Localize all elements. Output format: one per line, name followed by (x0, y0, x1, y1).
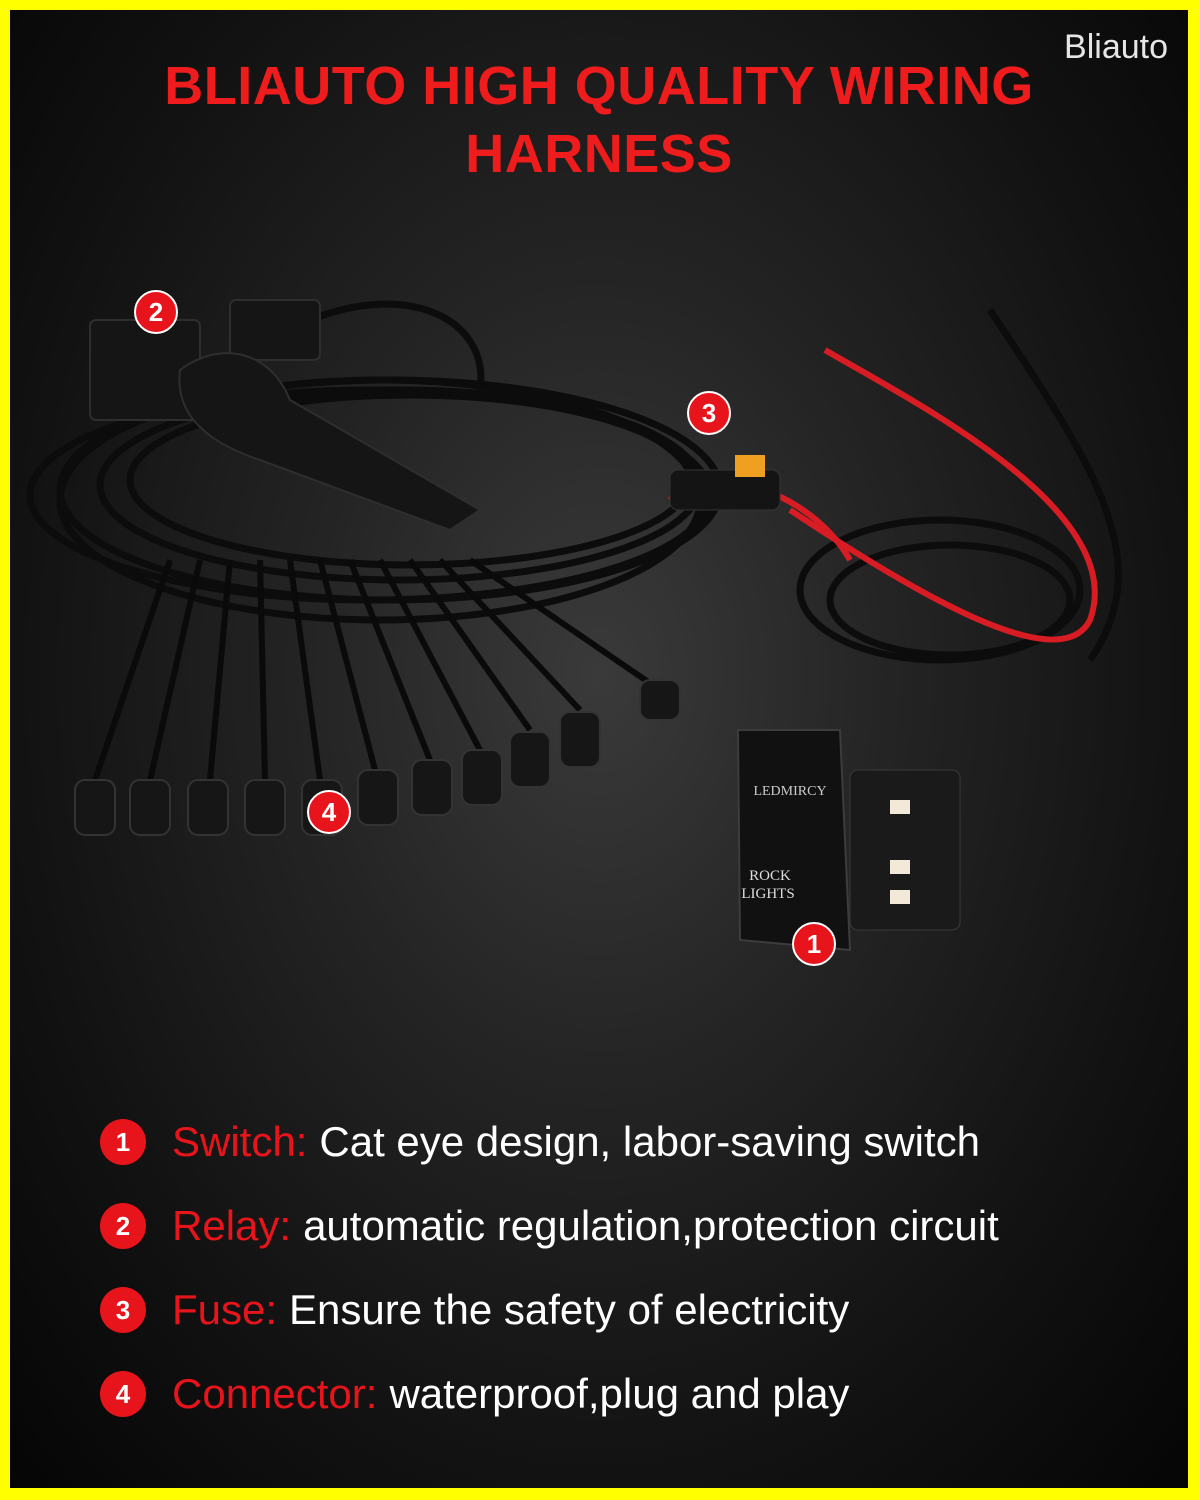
feature-fuse: 3 Fuse: Ensure the safety of electricity (100, 1268, 999, 1352)
feature-connector: 4 Connector: waterproof,plug and play (100, 1352, 999, 1436)
product-banner: Bliauto BLIAUTO HIGH QUALITY WIRING HARN… (10, 10, 1188, 1488)
feature-label: Connector: (172, 1370, 378, 1417)
feature-text: waterproof,plug and play (389, 1370, 850, 1417)
title-line-2: HARNESS (465, 124, 733, 184)
feature-label: Switch: (172, 1118, 308, 1165)
feature-text: Ensure the safety of electricity (289, 1286, 850, 1333)
cable-coils (26, 300, 1122, 664)
title-line-1: BLIAUTO HIGH QUALITY WIRING (164, 56, 1034, 116)
number-badge: 3 (100, 1287, 146, 1333)
feature-label: Fuse: (172, 1286, 278, 1333)
connector-leads (92, 557, 662, 781)
fuse-holder (669, 455, 781, 511)
marker-fuse: 3 (687, 391, 731, 435)
number-badge: 1 (100, 1119, 146, 1165)
switch-label-lights: LIGHTS (741, 886, 794, 902)
feature-text: Cat eye design, labor-saving switch (319, 1118, 981, 1165)
feature-list: 1 Switch: Cat eye design, labor-saving s… (100, 1100, 999, 1436)
watermark: Bliauto (1064, 28, 1168, 66)
switch-brand: LEDMIRCY (753, 784, 826, 799)
feature-text: automatic regulation,protection circuit (303, 1202, 999, 1249)
feature-switch: 1 Switch: Cat eye design, labor-saving s… (100, 1100, 999, 1184)
marker-relay: 2 (134, 290, 178, 334)
number-badge: 4 (100, 1371, 146, 1417)
marker-connector: 4 (307, 790, 351, 834)
feature-label: Relay: (172, 1202, 292, 1249)
page-title: BLIAUTO HIGH QUALITY WIRING HARNESS (10, 52, 1188, 188)
feature-relay: 2 Relay: automatic regulation,protection… (100, 1184, 999, 1268)
switch-label-rock: ROCK (749, 868, 791, 884)
rocker-switch: LEDMIRCY ROCK LIGHTS (736, 729, 961, 952)
wiring-harness-image: LEDMIRCY ROCK LIGHTS (26, 299, 1122, 952)
marker-switch: 1 (792, 922, 836, 966)
relay (89, 299, 482, 532)
number-badge: 2 (100, 1203, 146, 1249)
